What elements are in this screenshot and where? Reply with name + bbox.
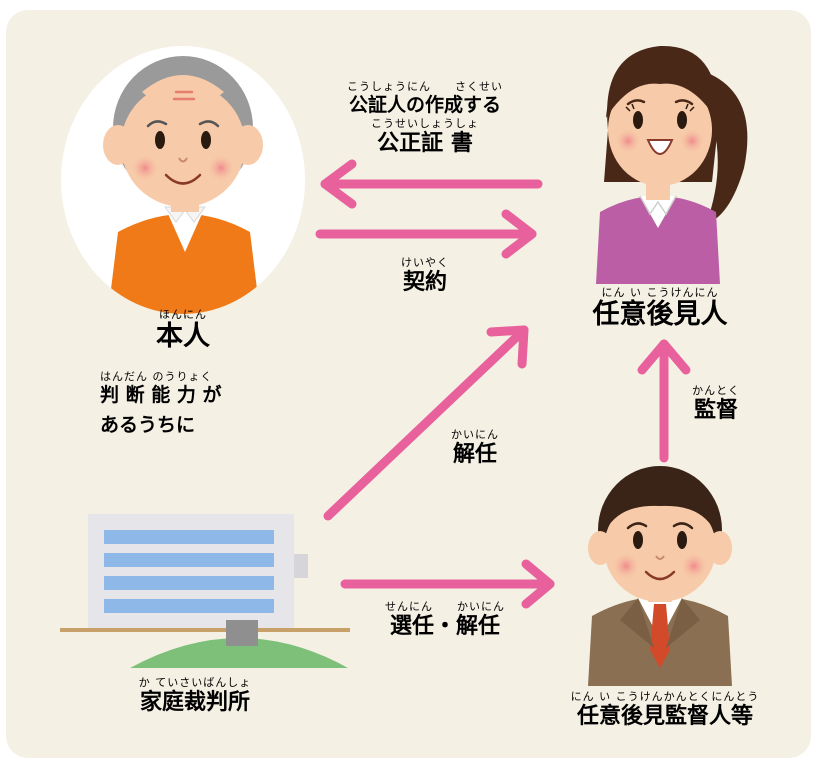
contract-arrow: [315, 209, 537, 259]
contract-label: けいやく 契約: [370, 256, 480, 297]
supervision-text: 監督: [693, 398, 738, 423]
notarial-line1: 公証人の作成する: [348, 94, 501, 116]
supervisor-name: 任意後見監督人等: [576, 704, 753, 729]
guardian-ruby: にん い こうけんにん: [601, 286, 719, 299]
notarial-ruby1: こうしょうにん さくせい: [347, 80, 503, 93]
dismissal-text: 解任: [452, 442, 497, 467]
notarial-label: こうしょうにん さくせい 公証人の作成する こうせいしょうしょ 公正証 書: [320, 80, 530, 158]
appoint-dismiss-text: 選任・解任: [389, 614, 500, 639]
principal-ruby: ほんにん: [159, 308, 207, 321]
principal-note-line1: 判 断 能 力 が: [100, 384, 222, 406]
guardian-label: にん い こうけんにん 任意後見人: [560, 286, 760, 331]
notarial-ruby2: こうせいしょうしょ: [371, 117, 479, 130]
dismissal-ruby: かいにん: [451, 428, 499, 441]
supervision-label: かんとく 監督: [676, 384, 756, 425]
principal-note-line2: あるうちに: [100, 414, 196, 436]
appoint-dismiss-arrow: [340, 559, 555, 609]
supervision-arrow: [637, 339, 691, 463]
dismissal-arrow: [323, 325, 529, 521]
court-name: 家庭裁判所: [139, 690, 250, 715]
contract-text: 契約: [402, 270, 447, 295]
supervisor-figure: [588, 466, 732, 686]
notarial-arrow: [320, 159, 543, 209]
principal-note-ruby: はんだん のうりょく: [100, 370, 213, 383]
supervisor-ruby: にん い こうけんかんとくにんとう: [570, 690, 760, 703]
principal-label: ほんにん 本人: [133, 308, 233, 353]
guardian-figure: [596, 45, 748, 284]
court-label: か ていさいばんしょ 家庭裁判所: [100, 676, 290, 717]
principal-name: 本人: [156, 321, 210, 352]
appoint-dismiss-ruby: せんにん かいにん: [385, 600, 505, 613]
principal-note: はんだん のうりょく 判 断 能 力 が あるうちに: [100, 370, 270, 437]
principal-figure: [61, 46, 305, 314]
contract-ruby: けいやく: [401, 256, 449, 269]
supervision-ruby: かんとく: [692, 384, 740, 397]
court-building: [60, 514, 350, 668]
court-ruby: か ていさいばんしょ: [138, 676, 252, 689]
supervisor-label: にん い こうけんかんとくにんとう 任意後見監督人等: [520, 690, 810, 731]
appoint-dismiss-label: せんにん かいにん 選任・解任: [340, 600, 550, 641]
guardian-name: 任意後見人: [592, 299, 728, 330]
notarial-line2: 公正証 書: [377, 131, 473, 156]
dismissal-label: かいにん 解任: [420, 428, 530, 469]
